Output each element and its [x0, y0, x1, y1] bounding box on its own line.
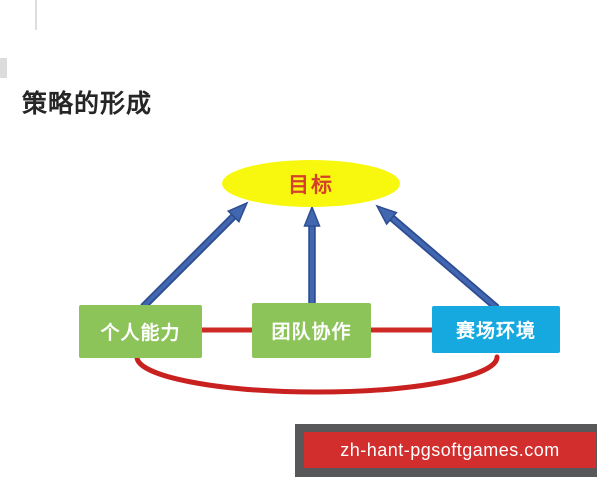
watermark-url-text: zh-hant-pgsoftgames.com	[340, 439, 560, 460]
node-arena-environment: 赛场环境	[432, 306, 560, 353]
watermark-url-plate: zh-hant-pgsoftgames.com	[304, 432, 596, 468]
node-personal-ability: 个人能力	[79, 305, 202, 358]
scan-artifact-patch	[0, 58, 7, 78]
watermark-banner: zh-hant-pgsoftgames.com	[295, 424, 597, 477]
scan-artifact-line	[35, 0, 37, 30]
node-team-collaboration-label: 团队协作	[271, 322, 352, 343]
goal-node: 目标	[222, 160, 400, 207]
feedback-loop-arc	[134, 354, 500, 395]
node-personal-ability-label: 个人能力	[100, 323, 181, 344]
arrow-arena-to-goal-icon	[375, 204, 500, 311]
goal-node-label: 目标	[288, 173, 334, 197]
node-arena-environment-label: 赛场环境	[455, 321, 536, 342]
arrow-team-to-goal-icon	[303, 204, 321, 307]
node-team-collaboration: 团队协作	[252, 303, 371, 358]
arrow-personal-to-goal-icon	[140, 201, 249, 310]
slide-title: 策略的形成	[22, 90, 153, 118]
